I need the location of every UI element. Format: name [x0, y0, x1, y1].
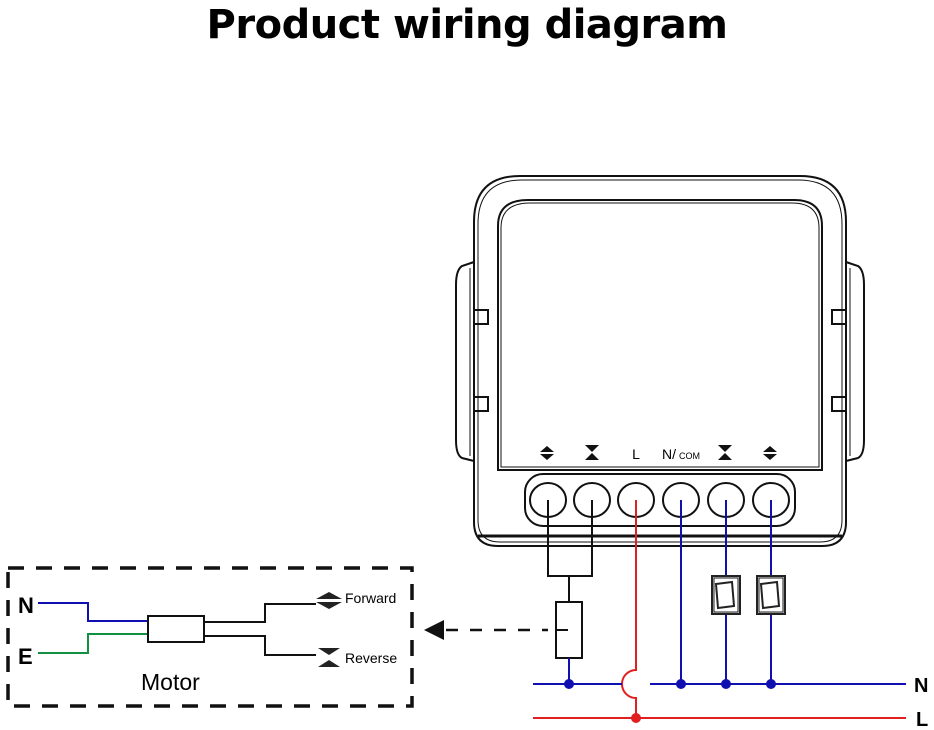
switch-reverse: [711, 575, 741, 615]
motor-input-E: E: [18, 644, 33, 669]
forward-icon: [316, 592, 342, 609]
terminal-screws: [529, 482, 790, 518]
reverse-icon: [585, 445, 599, 460]
bus-label-N: N: [914, 675, 928, 697]
motor-input-N: N: [18, 593, 34, 618]
bus-lines: N L: [533, 675, 928, 730]
reverse-label: Reverse: [345, 650, 397, 666]
terminal-label-L: L: [632, 446, 640, 462]
live-wire: [621, 500, 637, 718]
forward-icon: [540, 446, 554, 460]
junction-dot: [564, 679, 574, 689]
reference-arrow: [424, 620, 548, 640]
page-title: Product wiring diagram: [206, 2, 728, 48]
motor-output-wires: [547, 500, 593, 577]
earth-wire: [38, 633, 148, 654]
motor-detail-box: N E Forward Reverse Motor: [6, 566, 414, 708]
junction-dot: [676, 679, 686, 689]
bus-label-L: L: [916, 709, 928, 730]
motor-component: [147, 615, 205, 643]
reverse-icon: [718, 445, 732, 460]
neutral-wire: [38, 602, 148, 622]
motor-label: Motor: [141, 669, 200, 695]
terminal-label-N: N/: [662, 446, 676, 462]
forward-label: Forward: [345, 590, 396, 606]
junction-dot: [631, 713, 641, 723]
terminal-label-com: COM: [679, 451, 700, 461]
forward-icon: [763, 446, 777, 460]
switch-forward: [756, 575, 786, 615]
arrow-head-icon: [424, 620, 444, 640]
wire-junction-box: [547, 545, 593, 577]
terminal-labels: L N/ COM: [540, 445, 777, 462]
smart-module-device: [455, 175, 865, 547]
reverse-icon: [318, 648, 340, 667]
junction-dot: [766, 679, 776, 689]
junction-dot: [721, 679, 731, 689]
